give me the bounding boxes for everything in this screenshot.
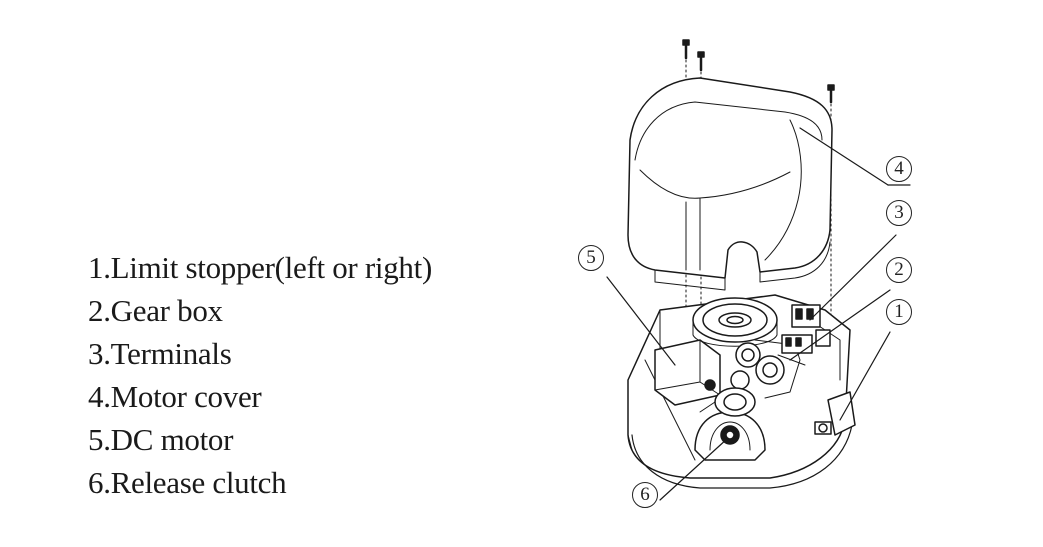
callout-leader-lines — [606, 127, 911, 501]
limit-stopper-drawing — [814, 391, 856, 436]
gearbox-gears-drawing — [730, 339, 806, 399]
callout-4: 4 — [886, 156, 912, 182]
motor-cover-drawing — [627, 77, 833, 291]
callout-3: 3 — [886, 200, 912, 226]
dc-motor-drawing — [654, 339, 721, 406]
exploded-view-diagram: 4 3 2 1 5 6 — [560, 20, 1000, 530]
screw-icon — [682, 39, 690, 60]
legend-item-limit-stopper: 1.Limit stopper(left or right) — [88, 250, 432, 285]
callout-5: 5 — [578, 245, 604, 271]
legend-item-release-clutch: 6.Release clutch — [88, 465, 287, 500]
release-clutch-drawing — [694, 387, 766, 461]
legend-item-gear-box: 2.Gear box — [88, 293, 223, 328]
screw-icon — [827, 84, 835, 104]
terminals-drawing — [781, 304, 831, 354]
legend-item-dc-motor: 5.DC motor — [88, 422, 234, 457]
callout-2: 2 — [886, 257, 912, 283]
gear-box-drawing — [692, 297, 778, 347]
exploded-view-drawing — [606, 39, 911, 501]
screw-icon — [697, 51, 705, 72]
callout-6: 6 — [632, 482, 658, 508]
legend-item-terminals: 3.Terminals — [88, 336, 232, 371]
legend-item-motor-cover: 4.Motor cover — [88, 379, 262, 414]
callout-1: 1 — [886, 299, 912, 325]
parts-legend: 1.Limit stopper(left or right) 2.Gear bo… — [88, 246, 432, 504]
